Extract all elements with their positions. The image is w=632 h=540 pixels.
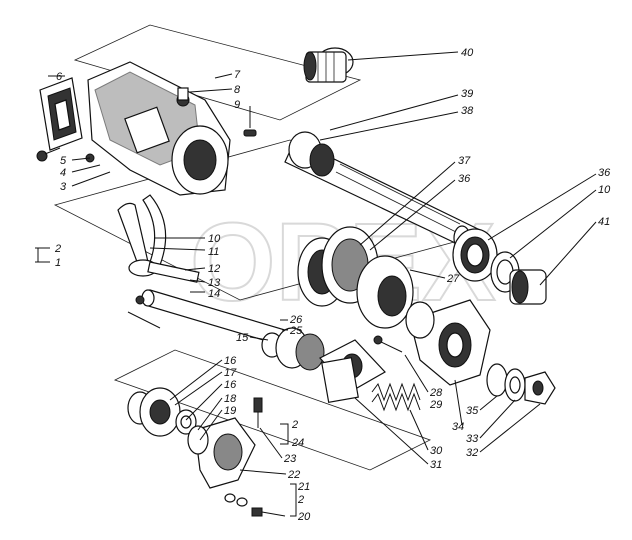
- label-28: 28: [429, 387, 443, 399]
- label-3: 3: [60, 181, 67, 193]
- label-20: 20: [297, 511, 311, 523]
- label-5: 5: [60, 155, 67, 167]
- label-16-upper: 16: [224, 355, 237, 367]
- label-10-ring: 10: [598, 184, 611, 196]
- label-2-lower: 2: [297, 494, 304, 506]
- label-33: 33: [466, 433, 479, 445]
- part-40-gear: [303, 47, 354, 83]
- label-41: 41: [598, 216, 610, 228]
- label-7: 7: [234, 69, 241, 81]
- housing: [87, 61, 231, 196]
- label-25: 25: [289, 325, 303, 337]
- part-flange-34: [405, 299, 491, 386]
- label-40: 40: [461, 47, 474, 59]
- label-10-fork: 10: [208, 233, 221, 245]
- label-4: 4: [60, 167, 66, 179]
- label-2-middle: 2: [291, 419, 298, 431]
- label-26: 26: [289, 314, 303, 326]
- label-29: 29: [429, 399, 442, 411]
- label-22: 22: [287, 469, 300, 481]
- label-32: 32: [466, 447, 478, 459]
- label-23: 23: [283, 453, 297, 465]
- bolts-upper: [36, 129, 257, 163]
- plane-lower: [113, 349, 432, 471]
- part-bearing-36: [452, 228, 498, 282]
- label-6: 6: [56, 71, 63, 83]
- label-27: 27: [446, 273, 460, 285]
- label-36-shaft: 36: [458, 173, 471, 185]
- label-21: 21: [297, 481, 310, 493]
- bolts-lower: [224, 397, 286, 517]
- part-labels: 40 39 38 37 36 36 10 41 6 7 8 9 5 4 3 2 …: [54, 47, 611, 523]
- label-1: 1: [55, 257, 61, 269]
- part-pin-28: [373, 335, 403, 353]
- label-35: 35: [466, 405, 479, 417]
- part-sleeve-41: [509, 269, 547, 305]
- part-spring-30: [371, 382, 421, 412]
- label-30: 30: [430, 445, 443, 457]
- label-19: 19: [224, 405, 236, 417]
- label-18: 18: [224, 393, 237, 405]
- label-39: 39: [461, 88, 473, 100]
- label-17: 17: [224, 367, 237, 379]
- plane-top: [73, 24, 362, 121]
- part-fork: [117, 194, 200, 283]
- label-11: 11: [208, 246, 219, 258]
- label-8: 8: [234, 84, 241, 96]
- part-6-cover: [39, 77, 83, 151]
- label-16-lower: 16: [224, 379, 237, 391]
- label-38: 38: [461, 105, 474, 117]
- label-37: 37: [458, 155, 471, 167]
- label-15: 15: [236, 332, 249, 344]
- label-36-bearing: 36: [598, 167, 611, 179]
- label-31: 31: [430, 459, 442, 471]
- label-34: 34: [452, 421, 464, 433]
- leader-lines: [35, 51, 597, 517]
- part-coupling: [261, 327, 386, 403]
- part-washers: [486, 363, 556, 405]
- label-24: 24: [291, 437, 304, 449]
- label-2-upper: 2: [54, 243, 61, 255]
- label-13: 13: [208, 277, 221, 289]
- label-9: 9: [234, 99, 240, 111]
- label-12: 12: [208, 263, 220, 275]
- part-gear-cluster: [297, 226, 414, 329]
- label-14: 14: [208, 288, 220, 300]
